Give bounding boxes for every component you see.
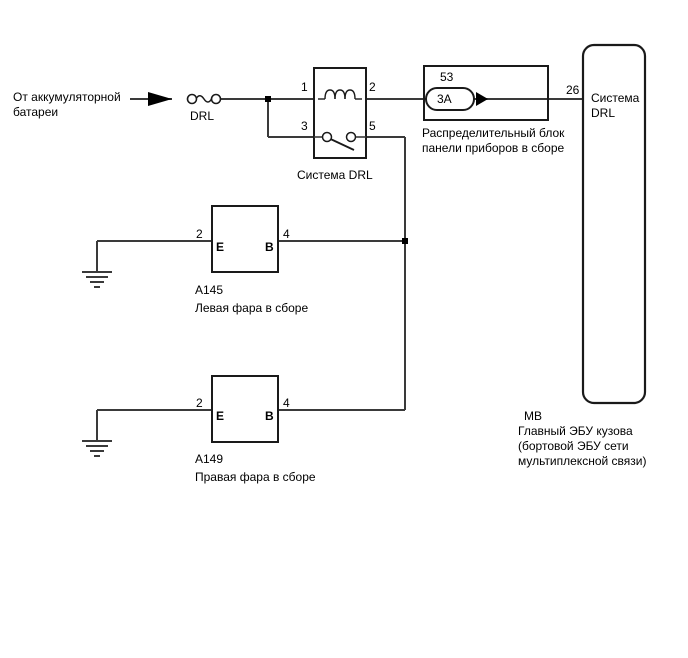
junction-block-caption-line2: панели приборов в сборе	[422, 141, 565, 155]
right-headlight-pin-4-label: 4	[283, 396, 290, 410]
relay-contact-icon	[314, 131, 366, 151]
relay-pin-1-label: 1	[301, 80, 308, 94]
drl-fuse-label: DRL	[190, 109, 215, 123]
drl-fuse-icon	[186, 93, 222, 105]
left-headlight-box	[211, 205, 279, 273]
fuse-3a-label: 3A	[437, 92, 452, 106]
ecu-main-body-box	[581, 43, 647, 405]
relay-caption: Система DRL	[297, 168, 373, 182]
battery-source-label-line1: От аккумуляторной	[13, 90, 121, 104]
right-headlight-terminal-e: E	[216, 409, 225, 423]
junction-feed-arrow-icon	[476, 92, 488, 106]
relay-pin-2-label: 2	[369, 80, 376, 94]
junction-pin-26-label: 26	[566, 83, 580, 97]
relay-pin-3-label: 3	[301, 119, 308, 133]
right-headlight-pin-2-label: 2	[196, 396, 203, 410]
junction-dot-trunk-left-headlight	[402, 238, 408, 244]
relay-pin-5-label: 5	[369, 119, 376, 133]
left-headlight-code: A145	[195, 283, 224, 297]
right-headlight-code: A149	[195, 452, 224, 466]
junction-block-box	[423, 65, 549, 121]
left-headlight-pin-4-label: 4	[283, 227, 290, 241]
relay-box-drl-system	[313, 67, 367, 159]
ecu-port-label-line2: DRL	[591, 106, 616, 120]
left-headlight-caption: Левая фара в сборе	[195, 301, 309, 315]
right-headlight-caption: Правая фара в сборе	[195, 470, 316, 484]
left-headlight-pin-2-label: 2	[196, 227, 203, 241]
left-headlight-terminal-e: E	[216, 240, 225, 254]
junction-dot-battery-branch	[265, 96, 271, 102]
ecu-code-label: MB	[524, 409, 542, 423]
ecu-caption-line3: мультиплексной связи)	[518, 454, 647, 468]
ground-symbol-left-icon	[82, 271, 112, 288]
left-headlight-terminal-b: B	[265, 240, 274, 254]
battery-direction-arrow-icon	[148, 92, 172, 106]
junction-block-caption-line1: Распределительный блок	[422, 126, 565, 140]
ecu-caption-line1: Главный ЭБУ кузова	[518, 424, 633, 438]
battery-source-label-line2: батареи	[13, 105, 59, 119]
fuse-3a-pill-icon	[425, 87, 475, 111]
junction-slot-number-label: 53	[440, 70, 454, 84]
ecu-port-label-line1: Система	[591, 91, 640, 105]
right-headlight-terminal-b: B	[265, 409, 274, 423]
ecu-caption-line2: (бортовой ЭБУ сети	[518, 439, 629, 453]
right-headlight-box	[211, 375, 279, 443]
relay-coil-icon	[318, 89, 362, 100]
ground-symbol-right-icon	[82, 440, 112, 457]
